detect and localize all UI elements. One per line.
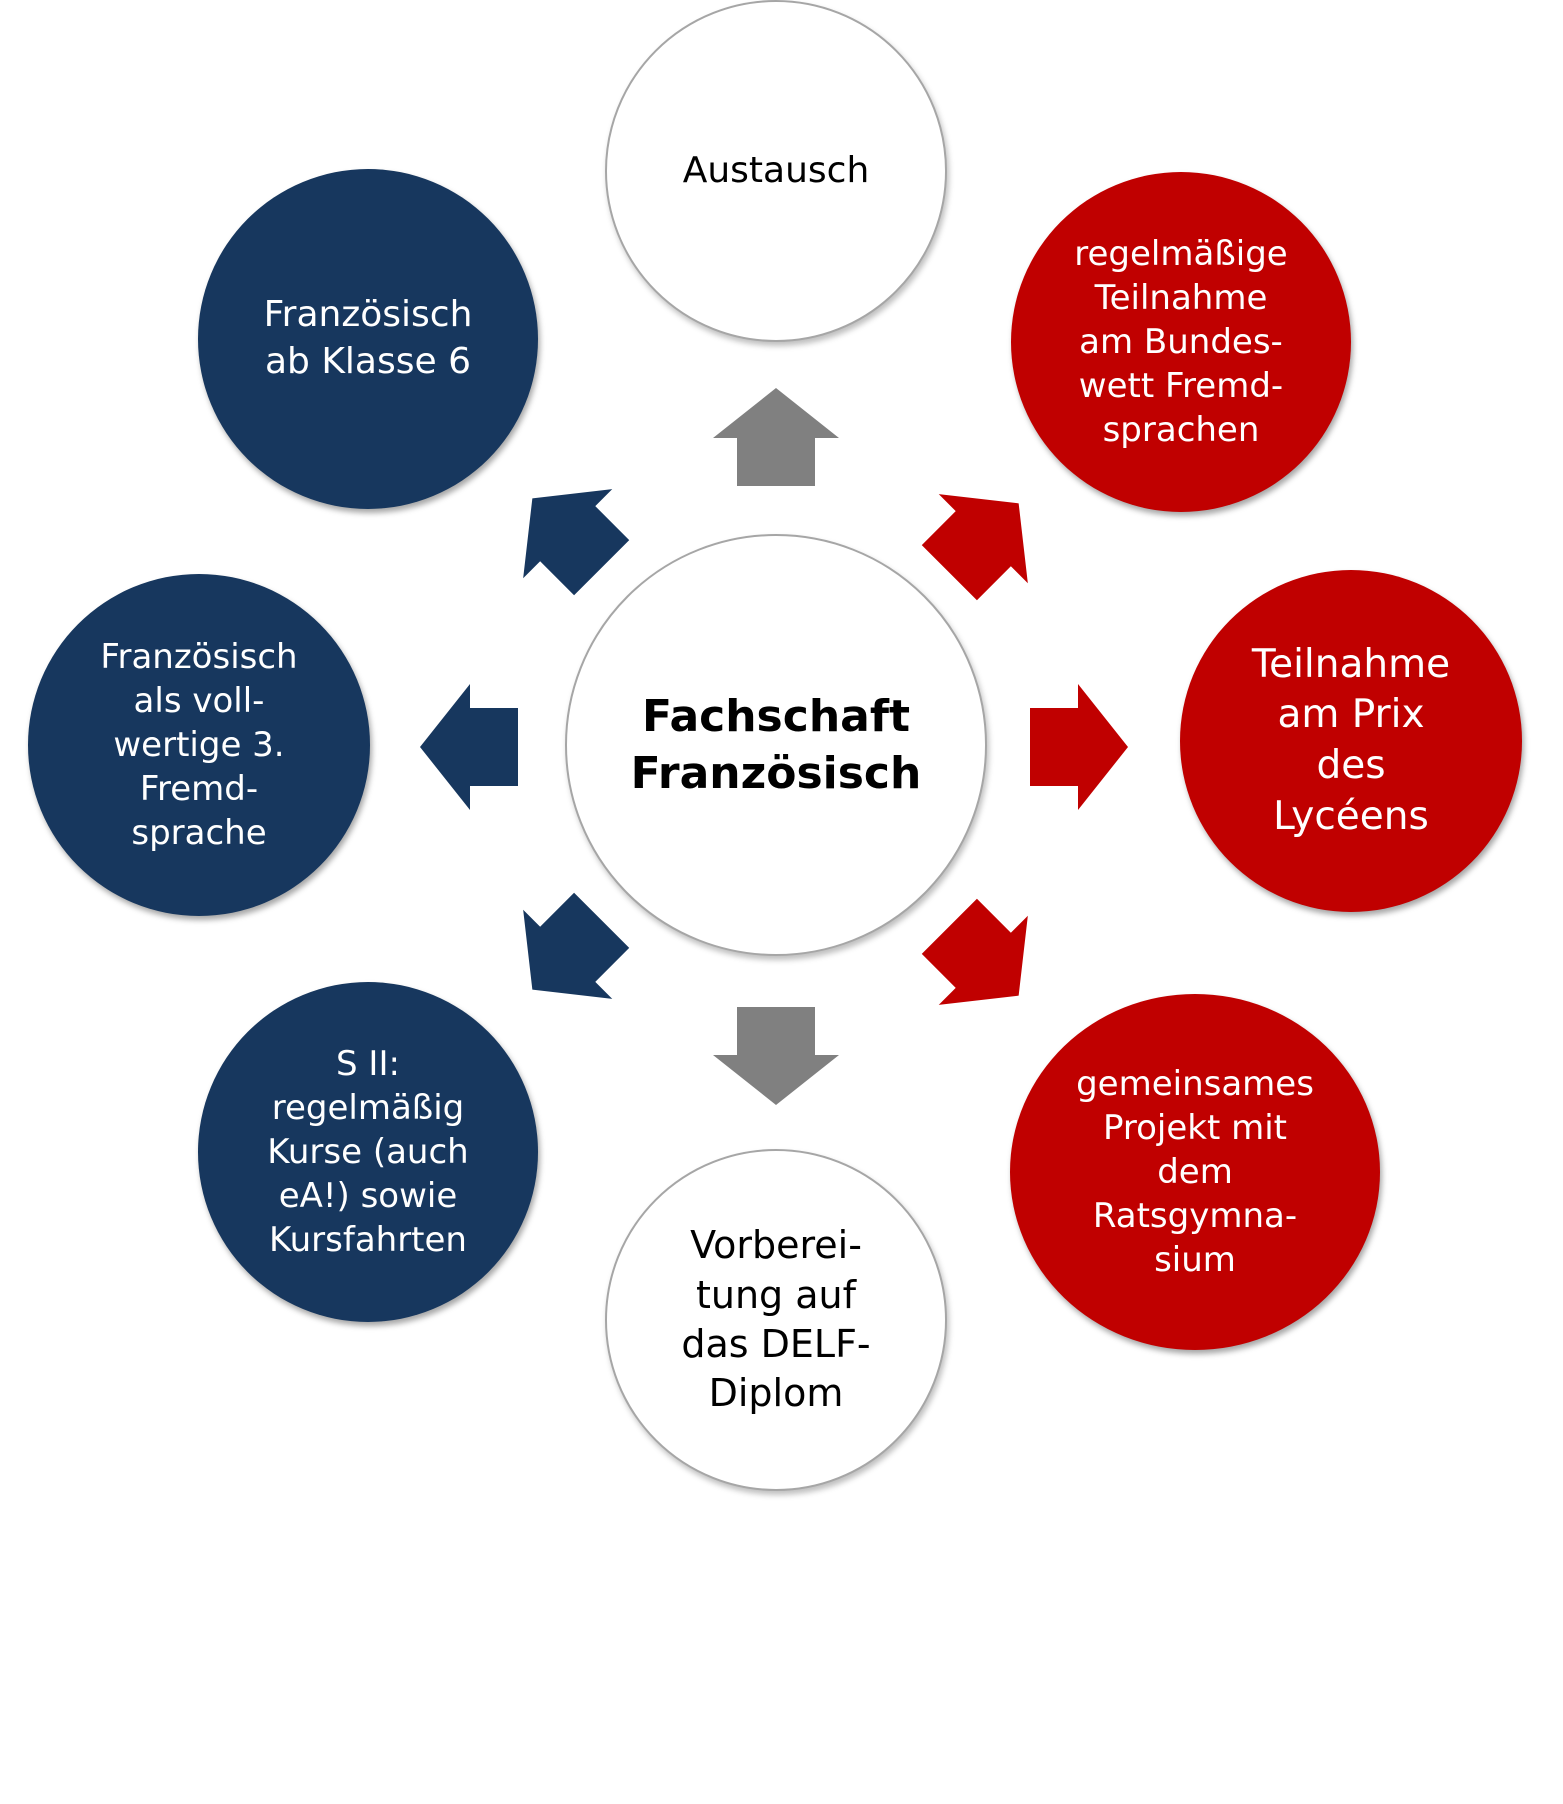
node-left: Französisch als voll- wertige 3. Fremd- … [28, 574, 370, 916]
node-bottom-right-label: gemeinsames Projekt mit dem Ratsgymna- s… [1076, 1063, 1314, 1281]
node-left-label: Französisch als voll- wertige 3. Fremd- … [100, 636, 298, 854]
node-bottom-right: gemeinsames Projekt mit dem Ratsgymna- s… [1010, 994, 1380, 1350]
arrow-left [420, 684, 518, 810]
arrow-top-right [904, 458, 1064, 618]
arrow-top-left [487, 453, 647, 613]
node-bottom-left-label: S II: regelmäßig Kurse (auch eA!) sowie … [267, 1043, 469, 1261]
node-top-right: regelmäßige Teilnahme am Bundes- wett Fr… [1011, 172, 1351, 512]
arrow-bottom-left [487, 875, 647, 1035]
node-bottom-label: Vorberei- tung auf das DELF- Diplom [681, 1223, 871, 1416]
node-right-label: Teilnahme am Prix des Lycéens [1251, 641, 1451, 839]
node-top: Austausch [605, 0, 947, 342]
node-top-left: Französisch ab Klasse 6 [198, 169, 538, 509]
arrow-up [713, 388, 839, 486]
center-node: Fachschaft Französisch [565, 534, 987, 956]
node-bottom-left: S II: regelmäßig Kurse (auch eA!) sowie … [198, 982, 538, 1322]
arrow-down [713, 1007, 839, 1105]
center-label: Fachschaft Französisch [630, 690, 922, 799]
node-right: Teilnahme am Prix des Lycéens [1180, 570, 1522, 912]
arrow-right [1030, 684, 1128, 810]
node-top-right-label: regelmäßige Teilnahme am Bundes- wett Fr… [1074, 233, 1288, 451]
node-top-left-label: Französisch ab Klasse 6 [263, 294, 473, 382]
arrow-bottom-right [904, 881, 1064, 1041]
node-bottom: Vorberei- tung auf das DELF- Diplom [605, 1149, 947, 1491]
node-top-label: Austausch [682, 149, 870, 191]
